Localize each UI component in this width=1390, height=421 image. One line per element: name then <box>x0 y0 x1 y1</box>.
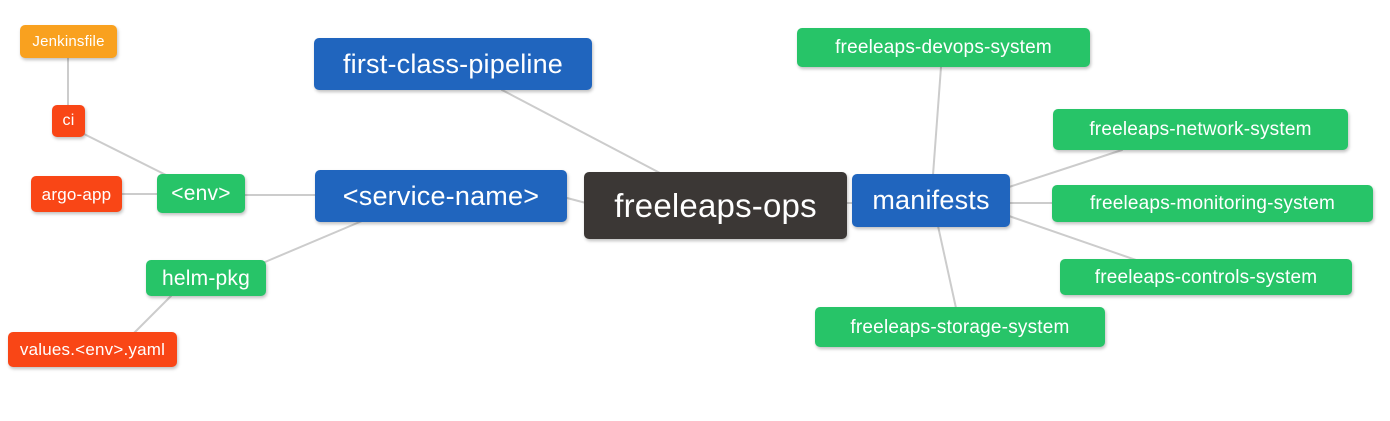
edge-manifests-storage <box>937 225 957 309</box>
edge-manifests-network <box>1008 149 1123 188</box>
node-argo-app[interactable]: argo-app <box>31 176 122 212</box>
edge-manifests-devops <box>932 66 942 176</box>
edge-helmpkg-values <box>132 295 172 335</box>
node-freeleaps-ops[interactable]: freeleaps-ops <box>584 172 847 239</box>
node-service-name[interactable]: <service-name> <box>315 170 567 222</box>
edge-ci-env <box>83 133 169 177</box>
edge-servicename-helmpkg <box>264 220 363 263</box>
node-helm-pkg[interactable]: helm-pkg <box>146 260 266 296</box>
node-network-system[interactable]: freeleaps-network-system <box>1053 109 1348 150</box>
node-storage-system[interactable]: freeleaps-storage-system <box>815 307 1105 347</box>
node-env[interactable]: <env> <box>157 174 245 213</box>
node-monitoring-system[interactable]: freeleaps-monitoring-system <box>1052 185 1373 222</box>
node-first-class-pipeline[interactable]: first-class-pipeline <box>314 38 592 90</box>
node-jenkinsfile[interactable]: Jenkinsfile <box>20 25 117 58</box>
node-ci[interactable]: ci <box>52 105 85 137</box>
edge-pipeline-ops <box>501 89 661 174</box>
node-devops-system[interactable]: freeleaps-devops-system <box>797 28 1090 67</box>
node-manifests[interactable]: manifests <box>852 174 1010 227</box>
edge-manifests-controls <box>1008 215 1137 261</box>
edge-servicename-ops <box>566 197 587 204</box>
node-controls-system[interactable]: freeleaps-controls-system <box>1060 259 1352 295</box>
node-values-env-yaml[interactable]: values.<env>.yaml <box>8 332 177 367</box>
